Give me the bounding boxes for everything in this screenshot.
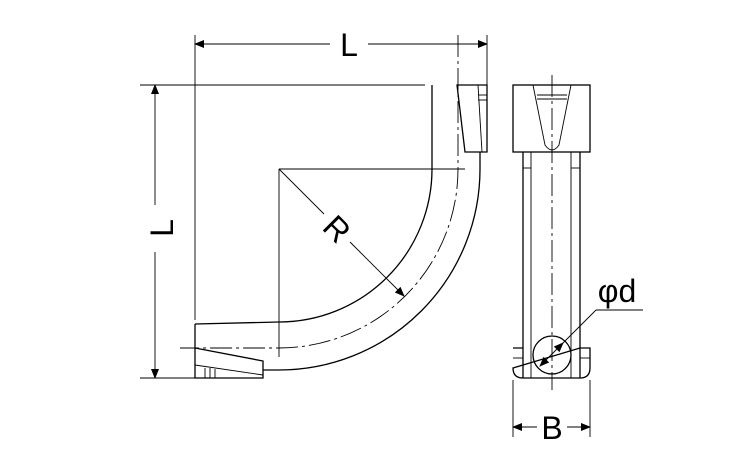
bottom-fitting xyxy=(194,347,264,379)
dimension-label-b: B xyxy=(541,410,562,446)
elbow-front-view: L L R xyxy=(140,27,488,379)
pipe-section-circle xyxy=(532,335,572,375)
pipe-outer-wall xyxy=(263,152,481,371)
radius-line xyxy=(349,241,405,297)
top-fitting xyxy=(456,84,488,153)
dimension-label-phi-d: φd xyxy=(598,273,637,309)
pipe-center-line xyxy=(180,35,459,349)
leader-line xyxy=(562,309,597,344)
side-top-fitting xyxy=(512,84,591,153)
dimension-label-l-left: L xyxy=(144,219,180,237)
side-bottom-cup xyxy=(512,347,591,379)
pipe-inner-wall xyxy=(194,85,433,325)
fitting-detail xyxy=(477,84,483,153)
fitting-detail xyxy=(194,364,264,376)
diameter-line xyxy=(539,342,564,367)
radius-line xyxy=(278,168,325,215)
elbow-side-view: φd B xyxy=(512,75,643,446)
dimension-label-l-top: L xyxy=(340,27,358,63)
